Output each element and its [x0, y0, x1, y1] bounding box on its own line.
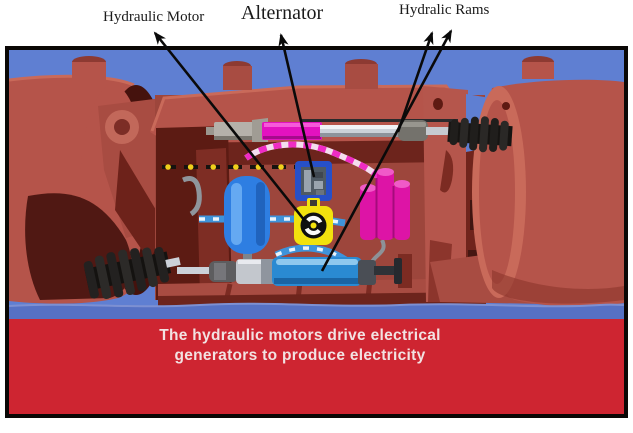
arrow-to-lower-ram: [320, 29, 453, 272]
hydraulic-motor-unit: [294, 198, 333, 245]
roof-stub-right: [345, 64, 378, 89]
caption-band: [9, 319, 624, 414]
label-alternator: Alternator: [241, 2, 324, 24]
label-hydraulic-motor: Hydraulic Motor: [103, 9, 205, 25]
interior-pipe-elbow: [182, 176, 202, 217]
bellows-seal-right: [447, 116, 513, 153]
arrow-to-alternator: [278, 33, 316, 178]
accumulator-tank: [224, 176, 270, 264]
arrow-to-hydraulic-motor: [153, 31, 307, 222]
annotation-arrows: [153, 29, 453, 272]
hull-top-stub: [522, 62, 554, 79]
high-pressure-hose: [244, 141, 390, 191]
caption-text: The hydraulic motors drive electrical ge…: [0, 326, 600, 366]
caption-line-2: generators to produce electricity: [174, 347, 426, 364]
right-hull-segment: [472, 56, 624, 307]
pressure-accumulators: [360, 168, 410, 264]
bellows-seal-left: [83, 247, 181, 300]
lower-hydraulic-ram: [177, 254, 412, 288]
arrow-to-upper-ram: [396, 31, 434, 133]
alternator-unit: [295, 161, 332, 208]
label-hydraulic-rams: Hydralic Rams: [399, 2, 490, 18]
roof-stub-left: [223, 66, 252, 90]
waterline: [9, 302, 624, 319]
caption-line-1: The hydraulic motors drive electrical: [159, 327, 441, 344]
